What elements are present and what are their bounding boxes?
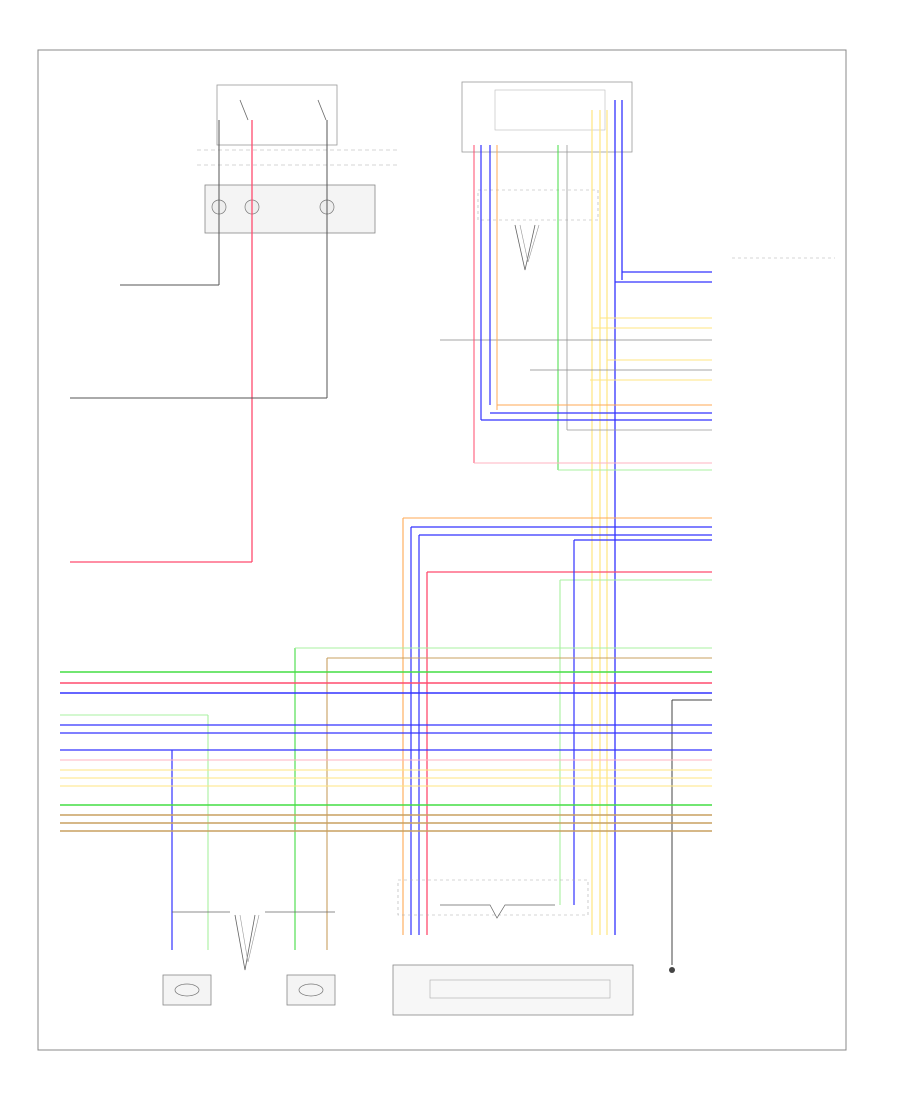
ground-symbol xyxy=(669,967,675,973)
connector-wires xyxy=(403,271,712,581)
twisted-pair xyxy=(172,911,335,971)
diagram-frame xyxy=(37,49,847,1051)
middle-vertical-wires xyxy=(171,518,673,965)
bus-wires xyxy=(60,647,712,832)
transmission-component xyxy=(440,81,633,341)
sensor-a xyxy=(162,974,212,1006)
trans-vertical-wires xyxy=(473,100,623,935)
bottom-block xyxy=(392,879,634,1016)
top-switch-component xyxy=(70,84,400,563)
sensor-b xyxy=(286,974,336,1006)
